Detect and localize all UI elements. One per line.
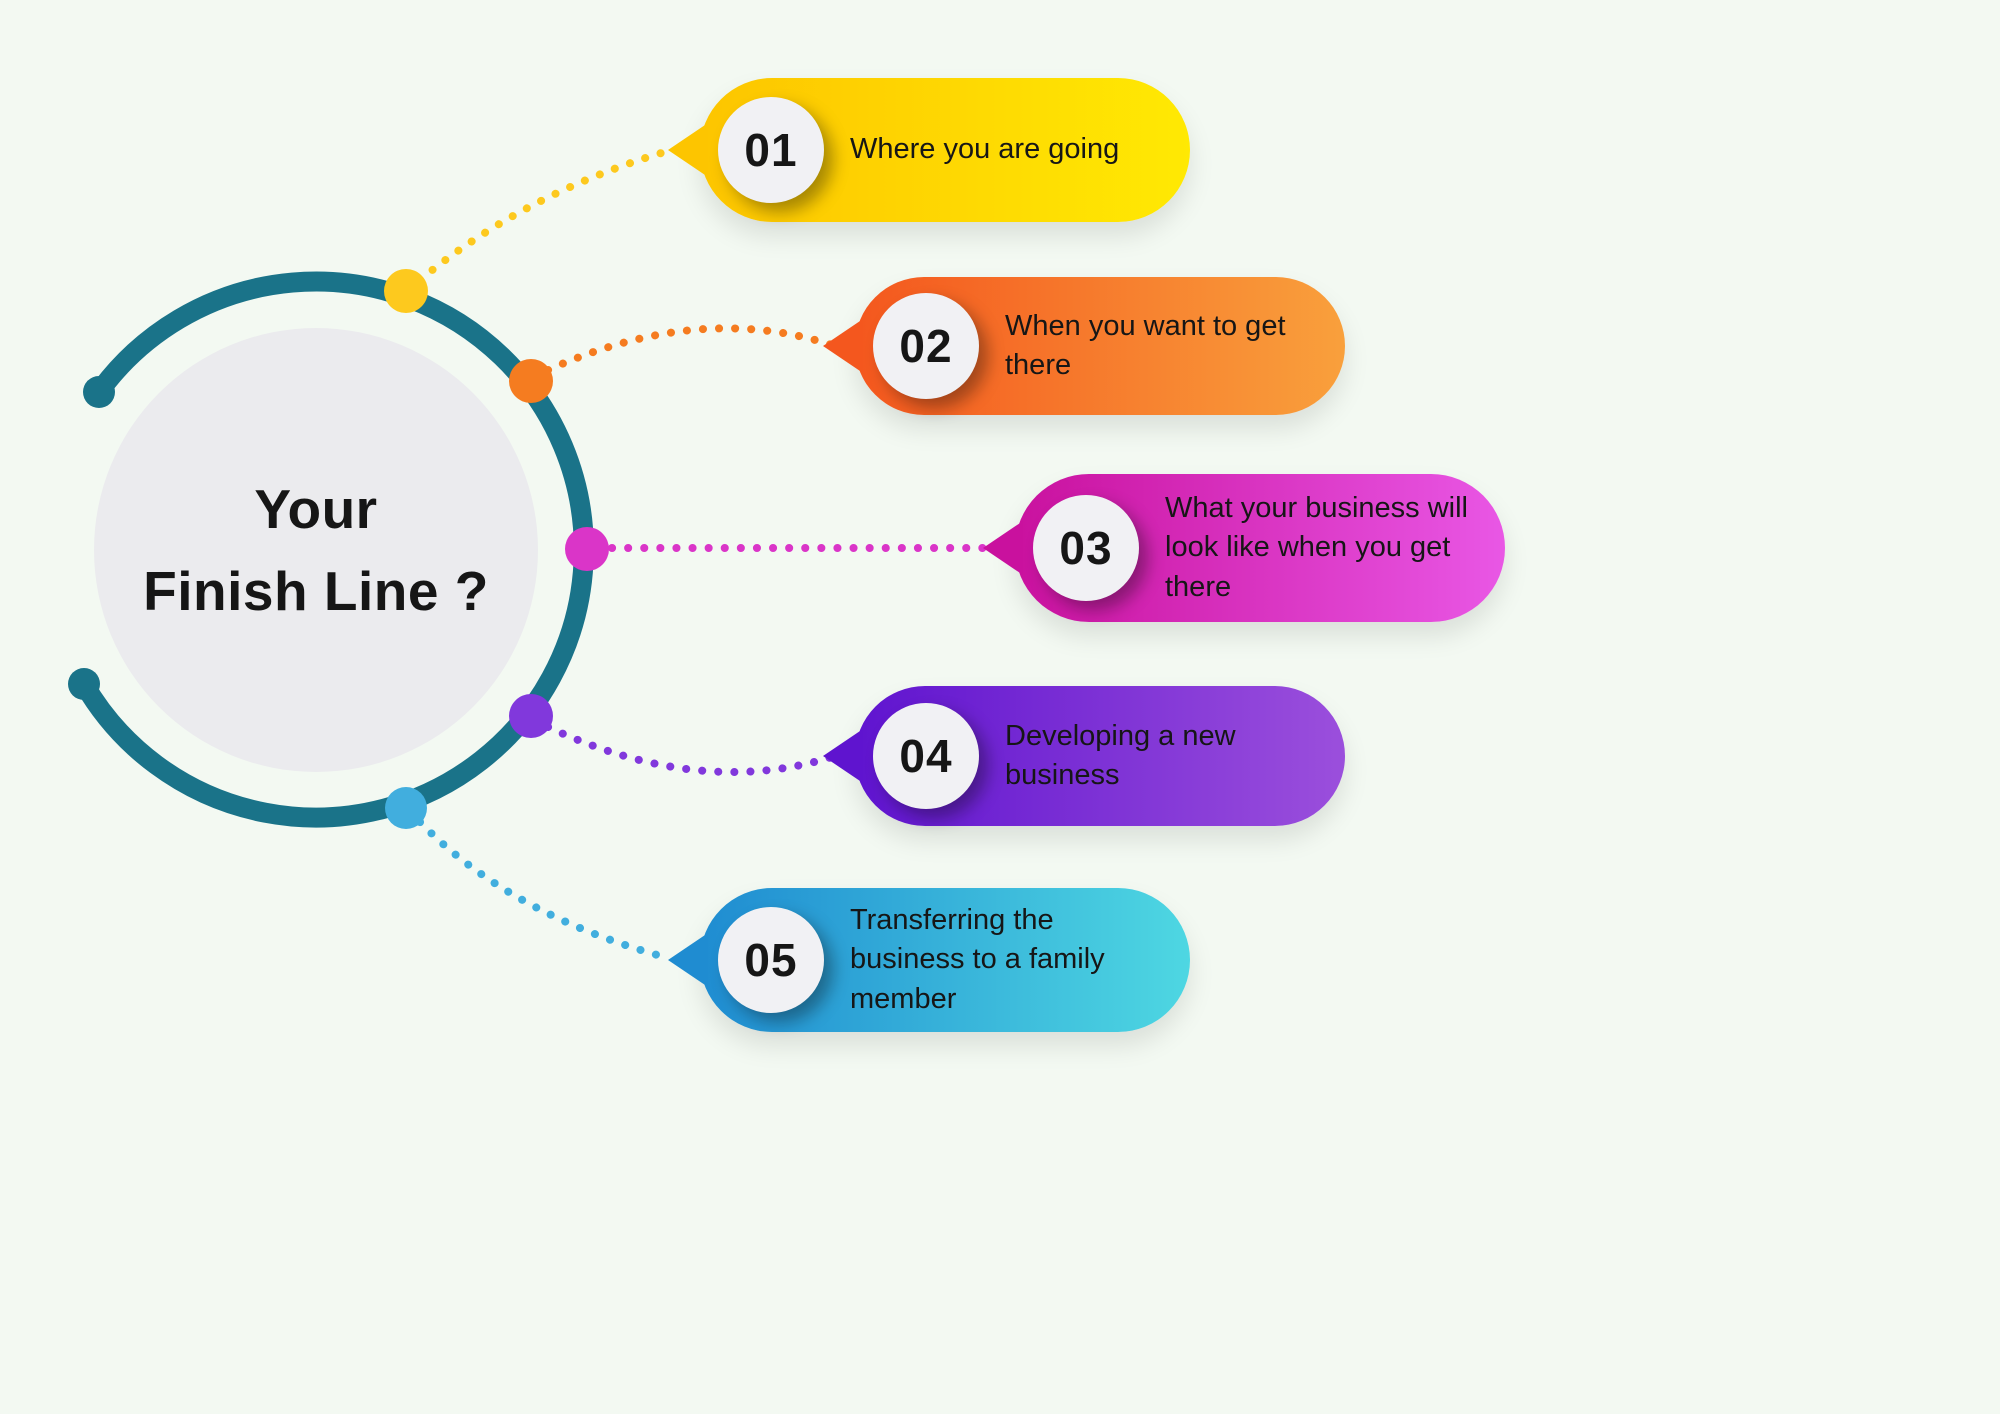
ring-node-dot-02: [509, 359, 553, 403]
step-pill-02: 02 When you want to get there: [823, 277, 1345, 415]
pill-tail-arrow: [983, 521, 1023, 575]
step-number: 03: [1059, 522, 1113, 574]
step-pill-01: 01 Where you are going: [668, 78, 1190, 222]
connector-line-05: [416, 818, 672, 962]
center-title-line-1: Your: [254, 477, 378, 540]
ring-end-dot: [83, 376, 115, 408]
ring-node-dot-03: [565, 527, 609, 571]
pill-tail-arrow: [668, 123, 708, 177]
step-label: Developing a new business: [1005, 719, 1236, 791]
ring-node-dot-01: [384, 269, 428, 313]
step-label: Transferring the business to a family me…: [850, 904, 1105, 1015]
center-circle: Your Finish Line ?: [94, 328, 538, 772]
step-number: 05: [744, 934, 798, 986]
ring-end-dot: [68, 668, 100, 700]
ring-node-dot-04: [509, 694, 553, 738]
step-number: 02: [899, 320, 953, 372]
step-label: What your business will look like when y…: [1165, 492, 1468, 603]
pill-tail-arrow: [823, 319, 863, 373]
step-label: Where you are going: [850, 133, 1120, 166]
step-label: When you want to get there: [1005, 309, 1286, 381]
center-title-line-2: Finish Line ?: [143, 560, 489, 622]
step-number-badge: 04: [873, 703, 979, 809]
connector-line-01: [416, 147, 672, 284]
step-pill-03: 03 What your business will look like whe…: [983, 474, 1505, 622]
connector-line-02: [544, 324, 836, 374]
step-number: 01: [744, 124, 798, 176]
pill-tail-arrow: [668, 933, 708, 987]
center-title: Your Finish Line ?: [143, 468, 489, 633]
step-number-badge: 01: [718, 97, 824, 203]
ring-node-dot-05: [385, 787, 427, 829]
step-pill-04: 04 Developing a new business: [823, 686, 1345, 826]
step-number-badge: 03: [1033, 495, 1139, 601]
step-number-badge: 05: [718, 907, 824, 1013]
pill-tail-arrow: [823, 729, 863, 783]
step-number: 04: [899, 730, 953, 782]
step-number-badge: 02: [873, 293, 979, 399]
connector-line-04: [544, 723, 836, 776]
step-pill-05: 05 Transferring the business to a family…: [668, 888, 1190, 1032]
